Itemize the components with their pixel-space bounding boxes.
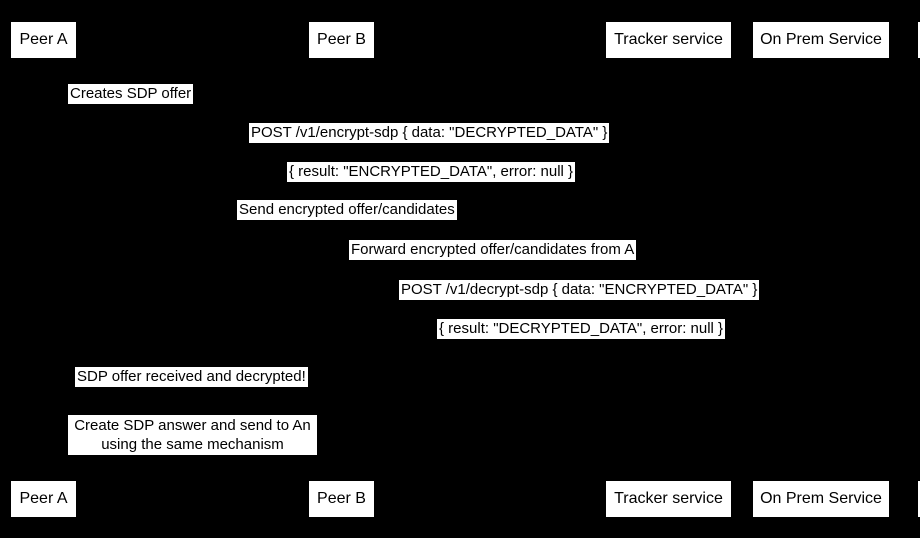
actor-box-on-prem-service-bottom: On Prem Service bbox=[753, 481, 889, 517]
actor-box-on-prem-service-top: On Prem Service bbox=[753, 22, 889, 58]
lifeline-on-prem-service bbox=[821, 58, 822, 481]
message-forward-encrypted-offer: Forward encrypted offer/candidates from … bbox=[349, 240, 637, 260]
actor-box-tracker-service-bottom: Tracker service bbox=[606, 481, 731, 517]
message-encrypt-result: { result: "ENCRYPTED_DATA", error: null … bbox=[287, 162, 576, 182]
clipped-actor-box-edge-bottom bbox=[918, 481, 920, 517]
note-creates-sdp-offer: Creates SDP offer bbox=[68, 84, 194, 104]
lifeline-tracker-service bbox=[668, 58, 669, 481]
lifeline-peer-a bbox=[43, 58, 44, 481]
actor-box-peer-b-top: Peer B bbox=[309, 22, 374, 58]
message-post-encrypt-sdp: POST /v1/encrypt-sdp { data: "DECRYPTED_… bbox=[249, 123, 610, 143]
actor-box-tracker-service-top: Tracker service bbox=[606, 22, 731, 58]
actor-box-peer-b-bottom: Peer B bbox=[309, 481, 374, 517]
lifeline-peer-b bbox=[341, 58, 342, 481]
actor-box-peer-a-bottom: Peer A bbox=[11, 481, 76, 517]
note-create-sdp-answer: Create SDP answer and send to An using t… bbox=[68, 415, 317, 455]
message-post-decrypt-sdp: POST /v1/decrypt-sdp { data: "ENCRYPTED_… bbox=[399, 280, 760, 300]
message-send-encrypted-offer: Send encrypted offer/candidates bbox=[237, 200, 457, 220]
message-decrypt-result: { result: "DECRYPTED_DATA", error: null … bbox=[437, 319, 726, 339]
actor-box-peer-a-top: Peer A bbox=[11, 22, 76, 58]
note-sdp-offer-received: SDP offer received and decrypted! bbox=[75, 367, 308, 387]
clipped-actor-box-edge-top bbox=[918, 22, 920, 58]
